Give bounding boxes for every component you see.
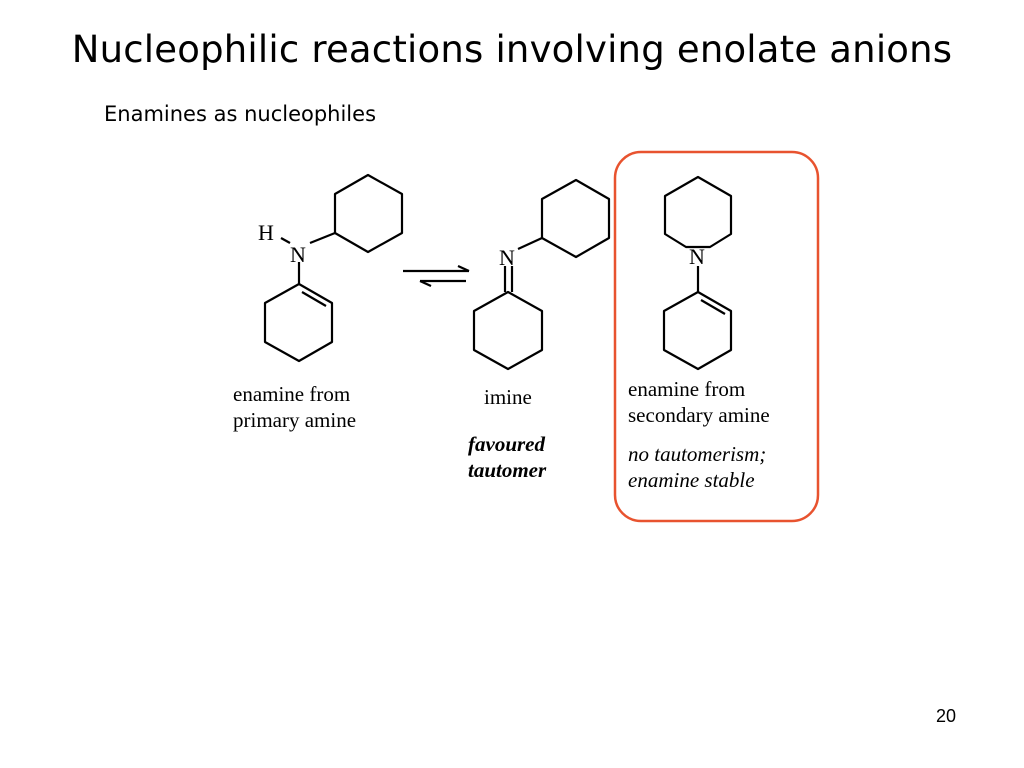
caption-imine: imine [484, 385, 532, 409]
caption-primary-line1: enamine from [233, 382, 351, 406]
caption-primary-enamine: enamine from primary amine [233, 381, 356, 433]
atom-label-h: H [258, 220, 274, 245]
page-number: 20 [936, 706, 957, 726]
note-secondary-line1: no tautomerism; [628, 442, 767, 466]
piperidine-ring [663, 175, 733, 249]
note-favoured-line1: favoured [468, 432, 545, 456]
caption-secondary-line1: enamine from [628, 377, 746, 401]
note-favoured-tautomer: favoured tautomer [468, 431, 546, 483]
cyclohexene-ring-3 [662, 290, 733, 371]
cyclohexyl-ring-2 [540, 178, 611, 259]
note-secondary-line2: enamine stable [628, 468, 755, 492]
slide-subtitle: Enamines as nucleophiles [104, 102, 377, 126]
slide-title: Nucleophilic reactions involving enolate… [71, 28, 953, 71]
highlight-box [613, 150, 820, 523]
double-bond-3 [700, 299, 726, 315]
caption-secondary-line2: secondary amine [628, 403, 770, 427]
atom-label-n-primary: N [290, 242, 306, 267]
equilibrium-arrow-back-head [419, 279, 432, 288]
bond-n-cyclohexyl-1 [309, 231, 336, 245]
caption-secondary-enamine: enamine from secondary amine [628, 376, 770, 428]
atom-label-n-imine: N [499, 245, 515, 270]
cyclohexane-ring-imine [472, 290, 544, 371]
bond-h-n-1 [280, 237, 291, 244]
atom-label-n-secondary: N [689, 244, 705, 269]
bond-n-cyclohexyl-2 [517, 237, 543, 250]
note-favoured-line2: tautomer [468, 458, 547, 482]
cyclohexene-ring-1 [263, 282, 334, 363]
double-bond-1 [301, 291, 327, 307]
cyclohexyl-ring-1 [333, 173, 404, 254]
caption-primary-line2: primary amine [233, 408, 357, 432]
equilibrium-arrow-forward-head [457, 264, 470, 273]
note-no-tautomerism: no tautomerism; enamine stable [628, 441, 766, 493]
